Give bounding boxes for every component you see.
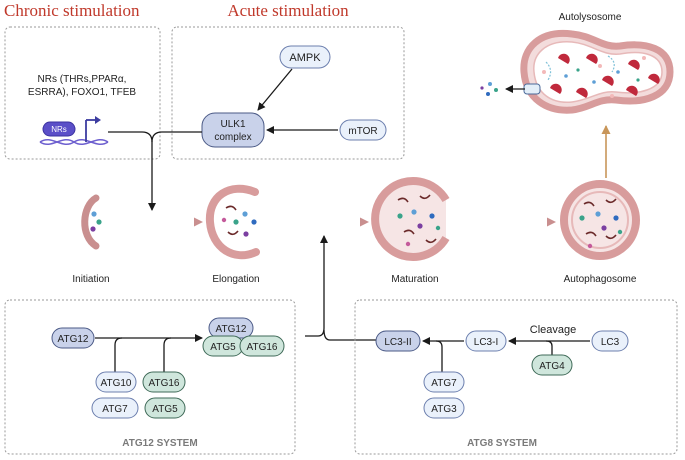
atg8-system-panel xyxy=(354,299,678,455)
atg7-label: ATG7 xyxy=(102,404,128,415)
autophagosome xyxy=(560,180,640,260)
maturation-label: Maturation xyxy=(391,274,438,285)
nrs-label: NRs xyxy=(51,125,67,134)
autophagosome-label: Autophagosome xyxy=(564,274,637,285)
atg3-pill xyxy=(423,397,465,419)
atg3-label: ATG3 xyxy=(431,404,457,415)
acute-merge-line xyxy=(151,131,202,143)
atg10-label: ATG10 xyxy=(101,378,132,389)
acute-stimulation-header: Acute stimulation xyxy=(227,1,349,20)
ampk-to-ulk1-arrow xyxy=(257,68,293,111)
atg12-system-panel xyxy=(4,299,296,455)
atg8-system-title: ATG8 SYSTEM xyxy=(467,438,537,449)
atg16-atg5-branch xyxy=(163,337,172,372)
atg12-label: ATG12 xyxy=(58,334,89,345)
ampk-pill xyxy=(279,45,331,69)
autolysosome-label: Autolysosome xyxy=(559,12,622,23)
chronic-merge-line xyxy=(108,131,156,211)
mtor-pill xyxy=(339,119,387,141)
chronic-stimulation-header: Chronic stimulation xyxy=(4,1,140,20)
chronic-factors-line2: ESRRA), FOXO1, TFEB xyxy=(28,87,136,98)
autolysosome xyxy=(520,29,674,114)
ulk1-complex-label: complex xyxy=(214,132,251,143)
complex-atg16-label: ATG16 xyxy=(247,342,278,353)
atg4-pill xyxy=(531,354,573,376)
atg8-atg7-pill xyxy=(423,371,465,393)
atg4-label: ATG4 xyxy=(539,361,565,372)
atg5-label: ATG5 xyxy=(152,404,178,415)
ulk1-label: ULK1 xyxy=(220,119,245,130)
atg7-pill xyxy=(91,397,139,419)
complex-atg12-label: ATG12 xyxy=(216,324,247,335)
atg12-system-title: ATG12 SYSTEM xyxy=(122,438,197,449)
chronic-factors-line1: NRs (THRs,PPARα, xyxy=(38,74,127,85)
lc3-label: LC3 xyxy=(601,337,620,348)
mtor-label: mTOR xyxy=(348,126,377,137)
atg5-pill xyxy=(144,397,186,419)
elongation-label: Elongation xyxy=(212,274,259,285)
lc3-pill xyxy=(591,330,629,352)
atg12-pill xyxy=(51,327,95,349)
atg8-atg7-label: ATG7 xyxy=(431,378,457,389)
nrs-pill xyxy=(42,121,76,137)
complex-atg5-label: ATG5 xyxy=(210,342,236,353)
systems-to-autophagosome-arrow xyxy=(305,235,328,337)
initiation-phagophore xyxy=(81,194,102,250)
elongation-phagophore xyxy=(205,184,260,260)
atg10-atg7-branch xyxy=(114,337,123,372)
ampk-label: AMPK xyxy=(289,52,321,64)
cleavage-label: Cleavage xyxy=(530,324,576,336)
atg4-branch xyxy=(545,340,553,355)
initiation-label: Initiation xyxy=(72,274,109,285)
atg16-label: ATG16 xyxy=(149,378,180,389)
lc3-ii-label: LC3-II xyxy=(384,337,411,348)
ulk1-complex-pill xyxy=(201,112,265,148)
maturation-autophagosome xyxy=(371,177,450,261)
lc3-i-pill xyxy=(465,330,507,352)
chronic-panel xyxy=(4,26,161,160)
atg16-pill xyxy=(142,371,186,393)
atg7-atg3-branch xyxy=(435,340,443,372)
atg10-pill xyxy=(95,371,137,393)
complex-atg16-pill xyxy=(239,335,285,357)
released-nutrients xyxy=(480,82,498,96)
nrs-dna-icon xyxy=(39,116,109,145)
acute-panel xyxy=(171,26,405,160)
lc3-ii-pill xyxy=(375,330,421,352)
lc3-i-label: LC3-I xyxy=(474,337,498,348)
atg8-merge-line xyxy=(323,329,376,341)
